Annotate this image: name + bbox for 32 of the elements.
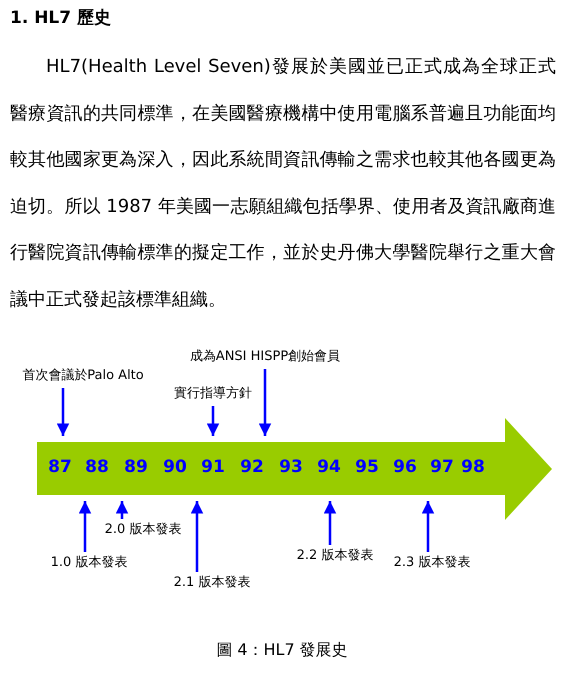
callout-text: 實行指導方針 [174, 386, 252, 402]
callout-text: 成為ANSI HISPP創始會員 [190, 349, 340, 365]
year-label: 88 [85, 456, 109, 479]
year-label: 92 [240, 456, 264, 479]
arrow [190, 501, 204, 572]
arrow [56, 388, 70, 436]
section-heading: 1. HL7 歷史 [10, 7, 112, 29]
year-label: 93 [279, 456, 303, 479]
callout-text: 1.0 版本發表 [50, 555, 128, 571]
arrow [206, 406, 220, 436]
arrow [422, 501, 434, 552]
timeline-arrow [37, 418, 552, 520]
callout-text: 2.1 版本發表 [174, 575, 250, 591]
callout-text: 2.2 版本發表 [296, 548, 374, 564]
arrow [78, 501, 92, 552]
arrow [258, 369, 272, 436]
year-label: 96 [393, 456, 417, 479]
figure-caption: 圖 4：HL7 發展史 [216, 640, 348, 661]
arrow [324, 501, 336, 545]
arrow [116, 501, 128, 519]
year-label: 98 [461, 456, 485, 479]
year-label: 90 [163, 456, 187, 479]
year-label: 89 [124, 456, 148, 479]
callout-text: 2.3 版本發表 [394, 555, 470, 571]
body-paragraph: HL7(Health Level Seven)發展於美國並已正式成為全球正式醫療資訊的共同標準，在美國醫療機構中使用電腦系普遍且功能面均較其他國家更為深入，因此系統間資訊傳輸之需求也較其他各國更為迫切。所以 1987 年美國一志願組織包括學界、使用者及資訊廠商進行醫院資訊傳輸標準的擬定工作，並於史丹佛大學醫院舉行之重大會議中正式發起該標準組織。 [10, 55, 556, 312]
year-label: 87 [48, 456, 72, 479]
callout-text: 首次會議於Palo Alto [22, 368, 144, 384]
year-label: 91 [201, 456, 225, 479]
callout-text: 2.0 版本發表 [104, 522, 182, 538]
year-label: 95 [355, 456, 379, 479]
year-label: 97 [430, 456, 454, 479]
year-label: 94 [317, 456, 341, 479]
